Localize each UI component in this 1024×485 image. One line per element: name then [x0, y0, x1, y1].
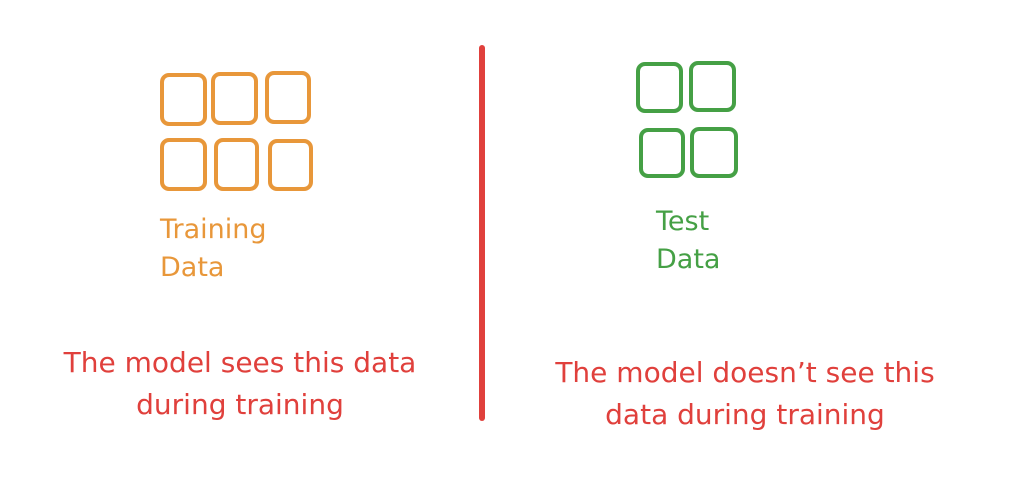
training-caption: The model sees this data during training: [20, 342, 460, 426]
training-sample-box: [160, 73, 207, 126]
training-label-line: Data: [160, 252, 225, 283]
training-data-label: Training Data: [160, 211, 267, 287]
caption-line: data during training: [605, 398, 885, 431]
test-caption: The model doesn’t see this data during t…: [515, 352, 975, 436]
training-sample-box: [214, 138, 259, 191]
test-data-label: Test Data: [656, 203, 720, 279]
training-sample-box: [211, 72, 258, 125]
test-sample-box: [689, 61, 736, 112]
training-sample-box: [160, 138, 207, 191]
test-sample-box: [690, 127, 738, 178]
divider-line: [479, 45, 485, 421]
test-sample-box: [639, 128, 685, 178]
test-label-line: Test: [656, 206, 710, 237]
caption-line: during training: [136, 388, 344, 421]
test-sample-box: [636, 62, 683, 113]
caption-line: The model doesn’t see this: [555, 356, 935, 389]
training-sample-box: [268, 139, 313, 191]
test-label-line: Data: [656, 244, 721, 275]
training-label-line: Training: [160, 214, 267, 245]
caption-line: The model sees this data: [63, 346, 417, 379]
training-sample-box: [265, 71, 311, 124]
